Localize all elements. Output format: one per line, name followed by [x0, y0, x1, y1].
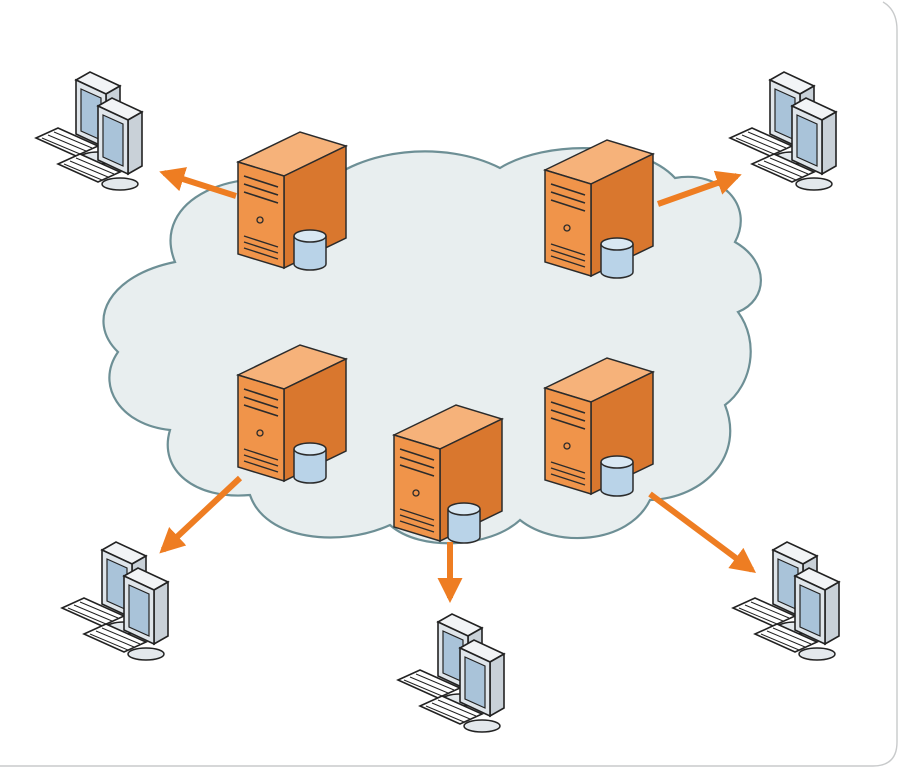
- database-icon: [600, 237, 634, 279]
- monitor-icon: [36, 72, 142, 190]
- arrow-icon: [159, 167, 237, 199]
- monitor-icon: [398, 614, 504, 732]
- arrow-icon: [159, 475, 243, 554]
- client-top-right: [730, 72, 836, 190]
- arrow-icon: [656, 170, 742, 207]
- database-icon: [600, 455, 634, 497]
- database-icon: [293, 442, 327, 484]
- client-top-left: [36, 72, 142, 190]
- arrow-icon: [648, 491, 757, 574]
- client-bottom-right: [733, 542, 839, 660]
- database-icon: [447, 502, 481, 544]
- database-icon: [293, 229, 327, 271]
- monitor-icon: [62, 542, 168, 660]
- client-bottom-left: [62, 542, 168, 660]
- monitor-icon: [733, 542, 839, 660]
- client-bottom-center: [398, 614, 504, 732]
- monitor-icon: [730, 72, 836, 190]
